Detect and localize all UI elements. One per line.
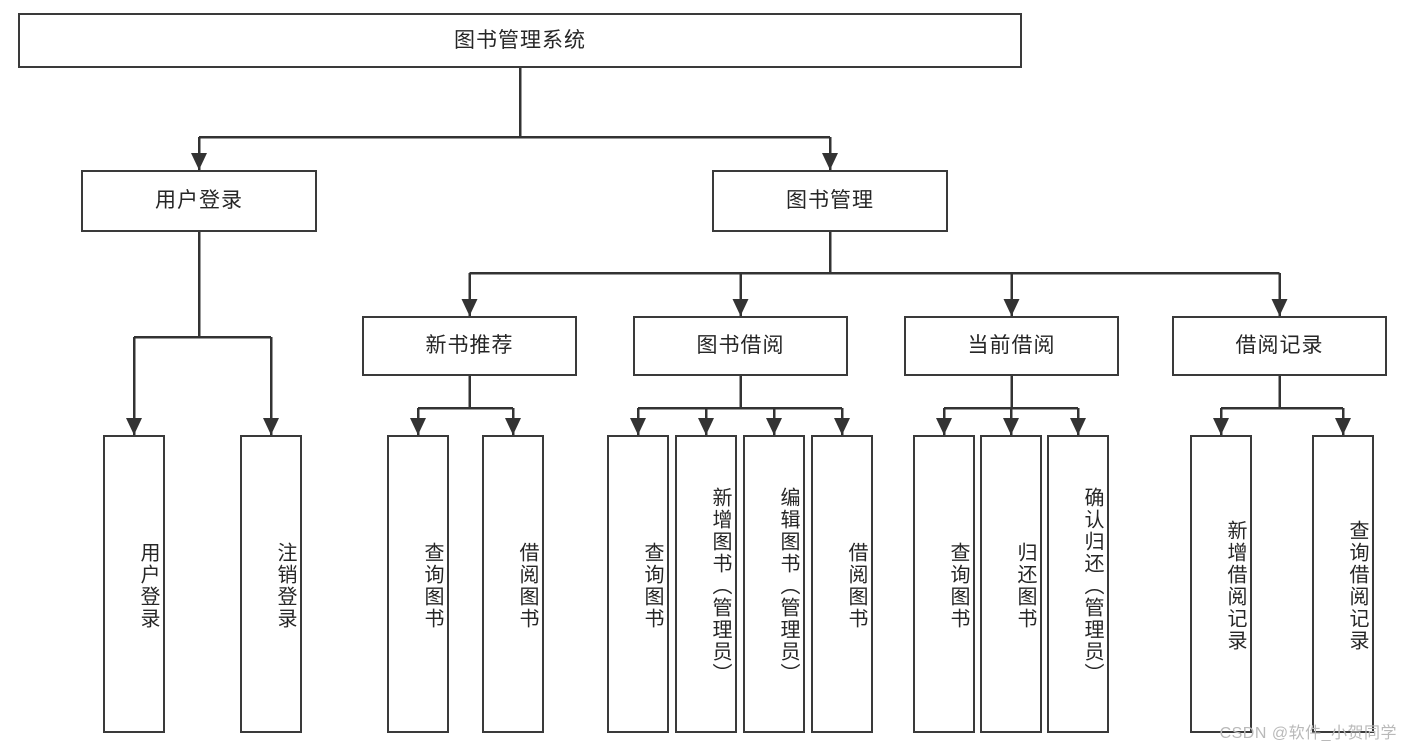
node-book-borrow: 图书借阅 <box>633 316 848 376</box>
node-leaf-borrow-1: 借阅图书 <box>482 435 544 733</box>
arrow-head-icon <box>263 418 279 435</box>
node-label: 确认归还（管理员） <box>1081 487 1103 685</box>
arrow-head-icon <box>1213 418 1229 435</box>
node-leaf-query-rec: 查询借阅记录 <box>1312 435 1374 733</box>
node-label: 图书管理 <box>786 189 874 213</box>
arrow-head-icon <box>834 418 850 435</box>
arrow-head-icon <box>1070 418 1086 435</box>
node-current-borrow: 当前借阅 <box>904 316 1119 376</box>
node-label: 当前借阅 <box>967 334 1056 358</box>
node-label: 查询图书 <box>641 542 663 630</box>
arrow-head-icon <box>126 418 142 435</box>
arrow-head-icon <box>505 418 521 435</box>
arrow-head-icon <box>1271 299 1288 316</box>
arrow-head-icon <box>766 418 782 435</box>
node-label: 新书推荐 <box>425 334 514 358</box>
node-label: 借阅图书 <box>845 542 867 630</box>
node-leaf-edit-book: 编辑图书（管理员） <box>743 435 805 733</box>
node-leaf-query-1: 查询图书 <box>387 435 449 733</box>
arrow-head-icon <box>1003 418 1019 435</box>
node-leaf-borrow-2: 借阅图书 <box>811 435 873 733</box>
arrow-head-icon <box>936 418 952 435</box>
node-label: 借阅记录 <box>1235 334 1324 358</box>
node-leaf-user-login: 用户登录 <box>103 435 165 733</box>
arrow-head-icon <box>732 299 749 316</box>
arrow-head-icon <box>461 299 478 316</box>
node-borrow-record: 借阅记录 <box>1172 316 1387 376</box>
node-label: 图书管理系统 <box>454 28 586 52</box>
node-leaf-return: 归还图书 <box>980 435 1042 733</box>
node-leaf-add-book: 新增图书（管理员） <box>675 435 737 733</box>
node-leaf-query-2: 查询图书 <box>607 435 669 733</box>
node-label: 新增图书（管理员） <box>709 487 731 685</box>
node-label: 借阅图书 <box>516 542 538 630</box>
arrow-head-icon <box>410 418 426 435</box>
node-label: 新增借阅记录 <box>1224 520 1246 652</box>
node-label: 编辑图书（管理员） <box>777 487 799 685</box>
arrow-head-icon <box>698 418 714 435</box>
node-new-book-rec: 新书推荐 <box>362 316 577 376</box>
arrow-head-icon <box>1335 418 1351 435</box>
node-label: 用户登录 <box>155 189 243 213</box>
node-label: 查询图书 <box>947 542 969 630</box>
node-leaf-add-rec: 新增借阅记录 <box>1190 435 1252 733</box>
node-label: 归还图书 <box>1014 542 1036 630</box>
node-label: 查询图书 <box>421 542 443 630</box>
node-leaf-logout: 注销登录 <box>240 435 302 733</box>
node-root: 图书管理系统 <box>18 13 1022 68</box>
node-book-manage: 图书管理 <box>712 170 948 232</box>
node-label: 注销登录 <box>274 542 296 630</box>
node-leaf-confirm: 确认归还（管理员） <box>1047 435 1109 733</box>
node-label: 查询借阅记录 <box>1346 520 1368 652</box>
arrow-head-icon <box>1003 299 1020 316</box>
node-label: 图书借阅 <box>696 334 785 358</box>
node-leaf-query-3: 查询图书 <box>913 435 975 733</box>
node-label: 用户登录 <box>137 542 159 630</box>
arrow-head-icon <box>822 153 838 170</box>
node-user-login: 用户登录 <box>81 170 317 232</box>
arrow-head-icon <box>630 418 646 435</box>
arrow-head-icon <box>191 153 207 170</box>
